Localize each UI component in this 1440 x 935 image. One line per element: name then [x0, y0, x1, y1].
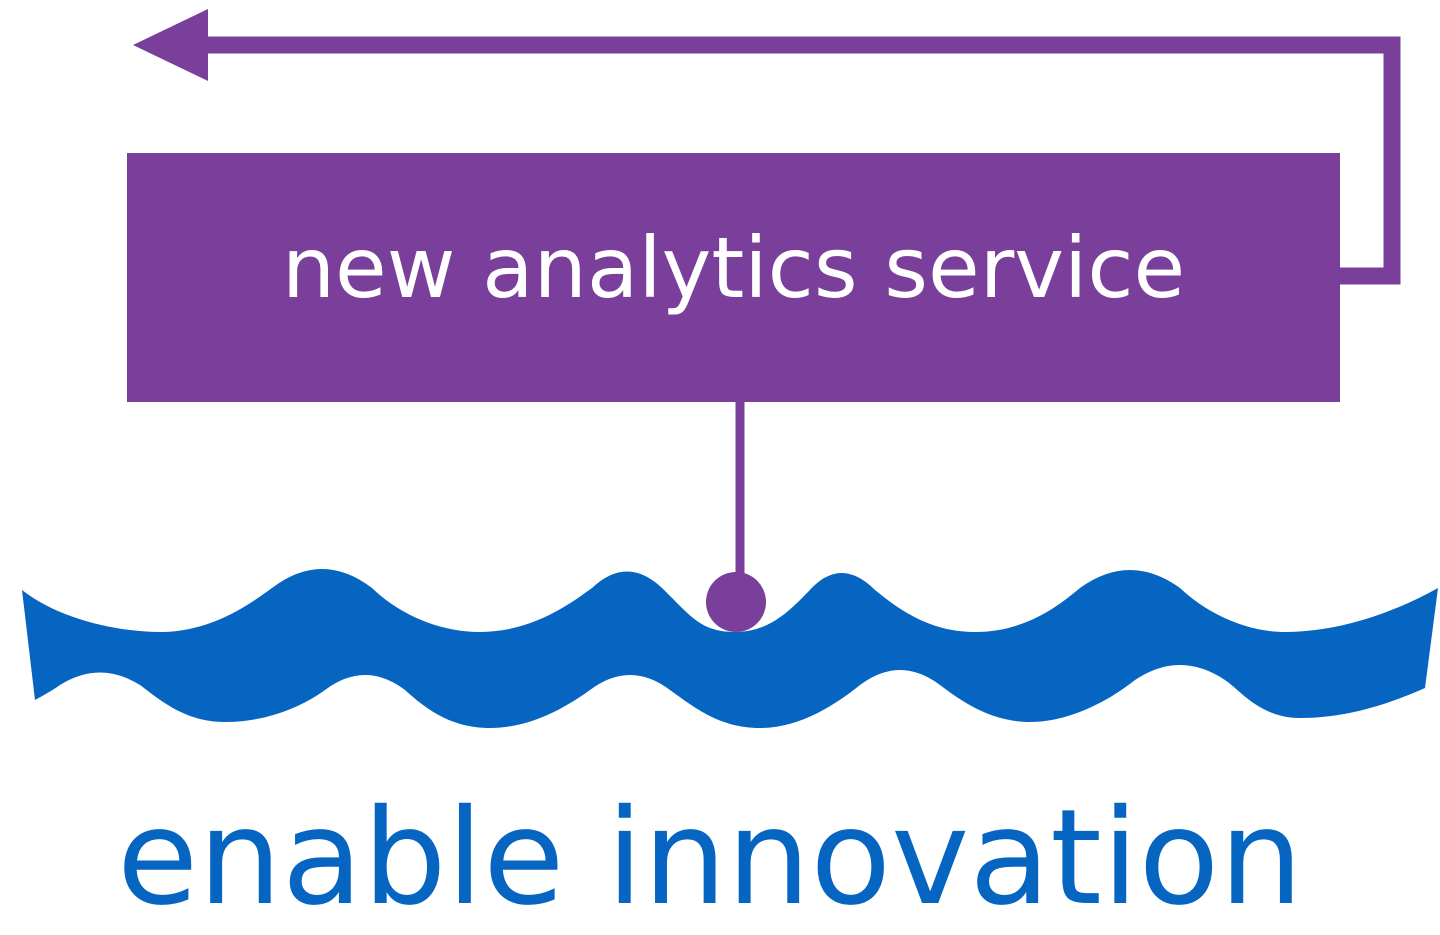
connector-dot-icon — [706, 572, 766, 632]
service-label: new analytics service — [281, 218, 1186, 317]
feedback-line — [200, 36, 1401, 285]
water-waves-icon — [22, 569, 1438, 728]
service-box: new analytics service — [127, 153, 1340, 402]
feedback-arrow — [133, 9, 1401, 285]
service-box-bg — [127, 153, 1340, 402]
left-arrow-icon — [133, 9, 208, 81]
connector — [706, 400, 766, 632]
enable-innovation-label: enable innovation — [116, 781, 1303, 935]
